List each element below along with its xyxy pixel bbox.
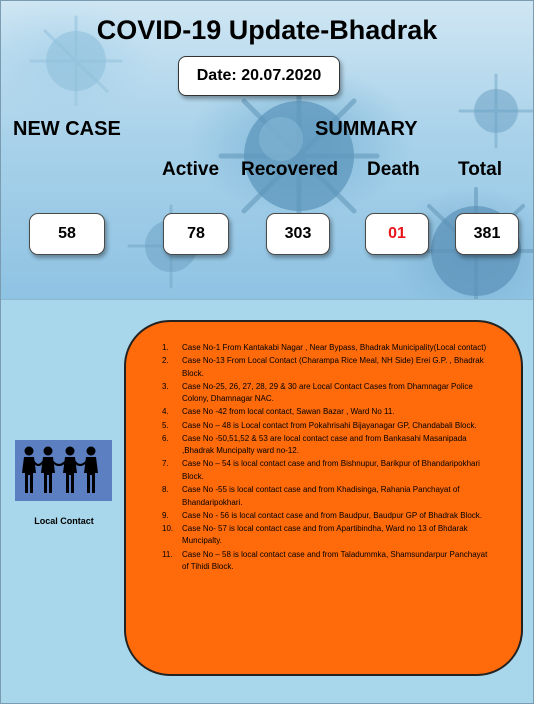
people-tile xyxy=(15,440,112,501)
list-item: 1.Case No-1 From Kantakabi Nagar , Near … xyxy=(162,343,487,352)
virus-illustration-icon xyxy=(458,73,533,149)
case-details-section: Local Contact 1.Case No-1 From Kantakabi… xyxy=(1,299,533,703)
death-label: Death xyxy=(367,159,420,180)
header-banner: COVID-19 Update-Bhadrak Date: 20.07.2020… xyxy=(1,1,533,299)
new-case-value: 58 xyxy=(29,213,105,255)
recovered-value: 303 xyxy=(266,213,330,255)
date-badge: Date: 20.07.2020 xyxy=(178,56,340,96)
list-item: 9.Case No - 56 is local contact case and… xyxy=(162,510,483,520)
list-item: 11.Case No – 58 is local contact case an… xyxy=(162,549,488,572)
active-label: Active xyxy=(162,159,220,180)
case-list-card: 1.Case No-1 From Kantakabi Nagar , Near … xyxy=(124,320,523,676)
people-group-icon xyxy=(22,446,98,493)
active-value: 78 xyxy=(163,213,229,255)
summary-label: SUMMARY xyxy=(315,118,418,140)
list-item: 5.Case No – 48 is Local contact from Pok… xyxy=(162,420,477,430)
new-case-label: NEW CASE xyxy=(13,118,121,140)
recovered-label: Recovered xyxy=(241,159,339,180)
list-item: 8.Case No -55 is local contact case and … xyxy=(162,485,460,507)
death-value: 01 xyxy=(365,213,429,255)
list-item: 4.Case No -42 from local contact, Sawan … xyxy=(162,407,395,417)
case-list: 1.Case No-1 From Kantakabi Nagar , Near … xyxy=(126,322,521,574)
list-item: 10.Case No- 57 is local contact case and… xyxy=(162,523,468,546)
list-item: 6.Case No -50,51,52 & 53 are local conta… xyxy=(162,433,467,456)
page-title: COVID-19 Update-Bhadrak xyxy=(96,15,438,45)
virus-illustration-icon xyxy=(218,76,380,236)
virus-illustration-icon xyxy=(29,15,123,107)
local-contact-label: Local Contact xyxy=(34,516,94,526)
total-value: 381 xyxy=(455,213,519,255)
list-item: 2.Case No-13 From Local Contact (Charamp… xyxy=(162,356,484,378)
total-label: Total xyxy=(458,159,502,180)
list-item: 3.Case No-25, 26, 27, 28, 29 & 30 are Lo… xyxy=(162,381,473,404)
list-item: 7.Case No – 54 is local contact case and… xyxy=(162,459,480,481)
